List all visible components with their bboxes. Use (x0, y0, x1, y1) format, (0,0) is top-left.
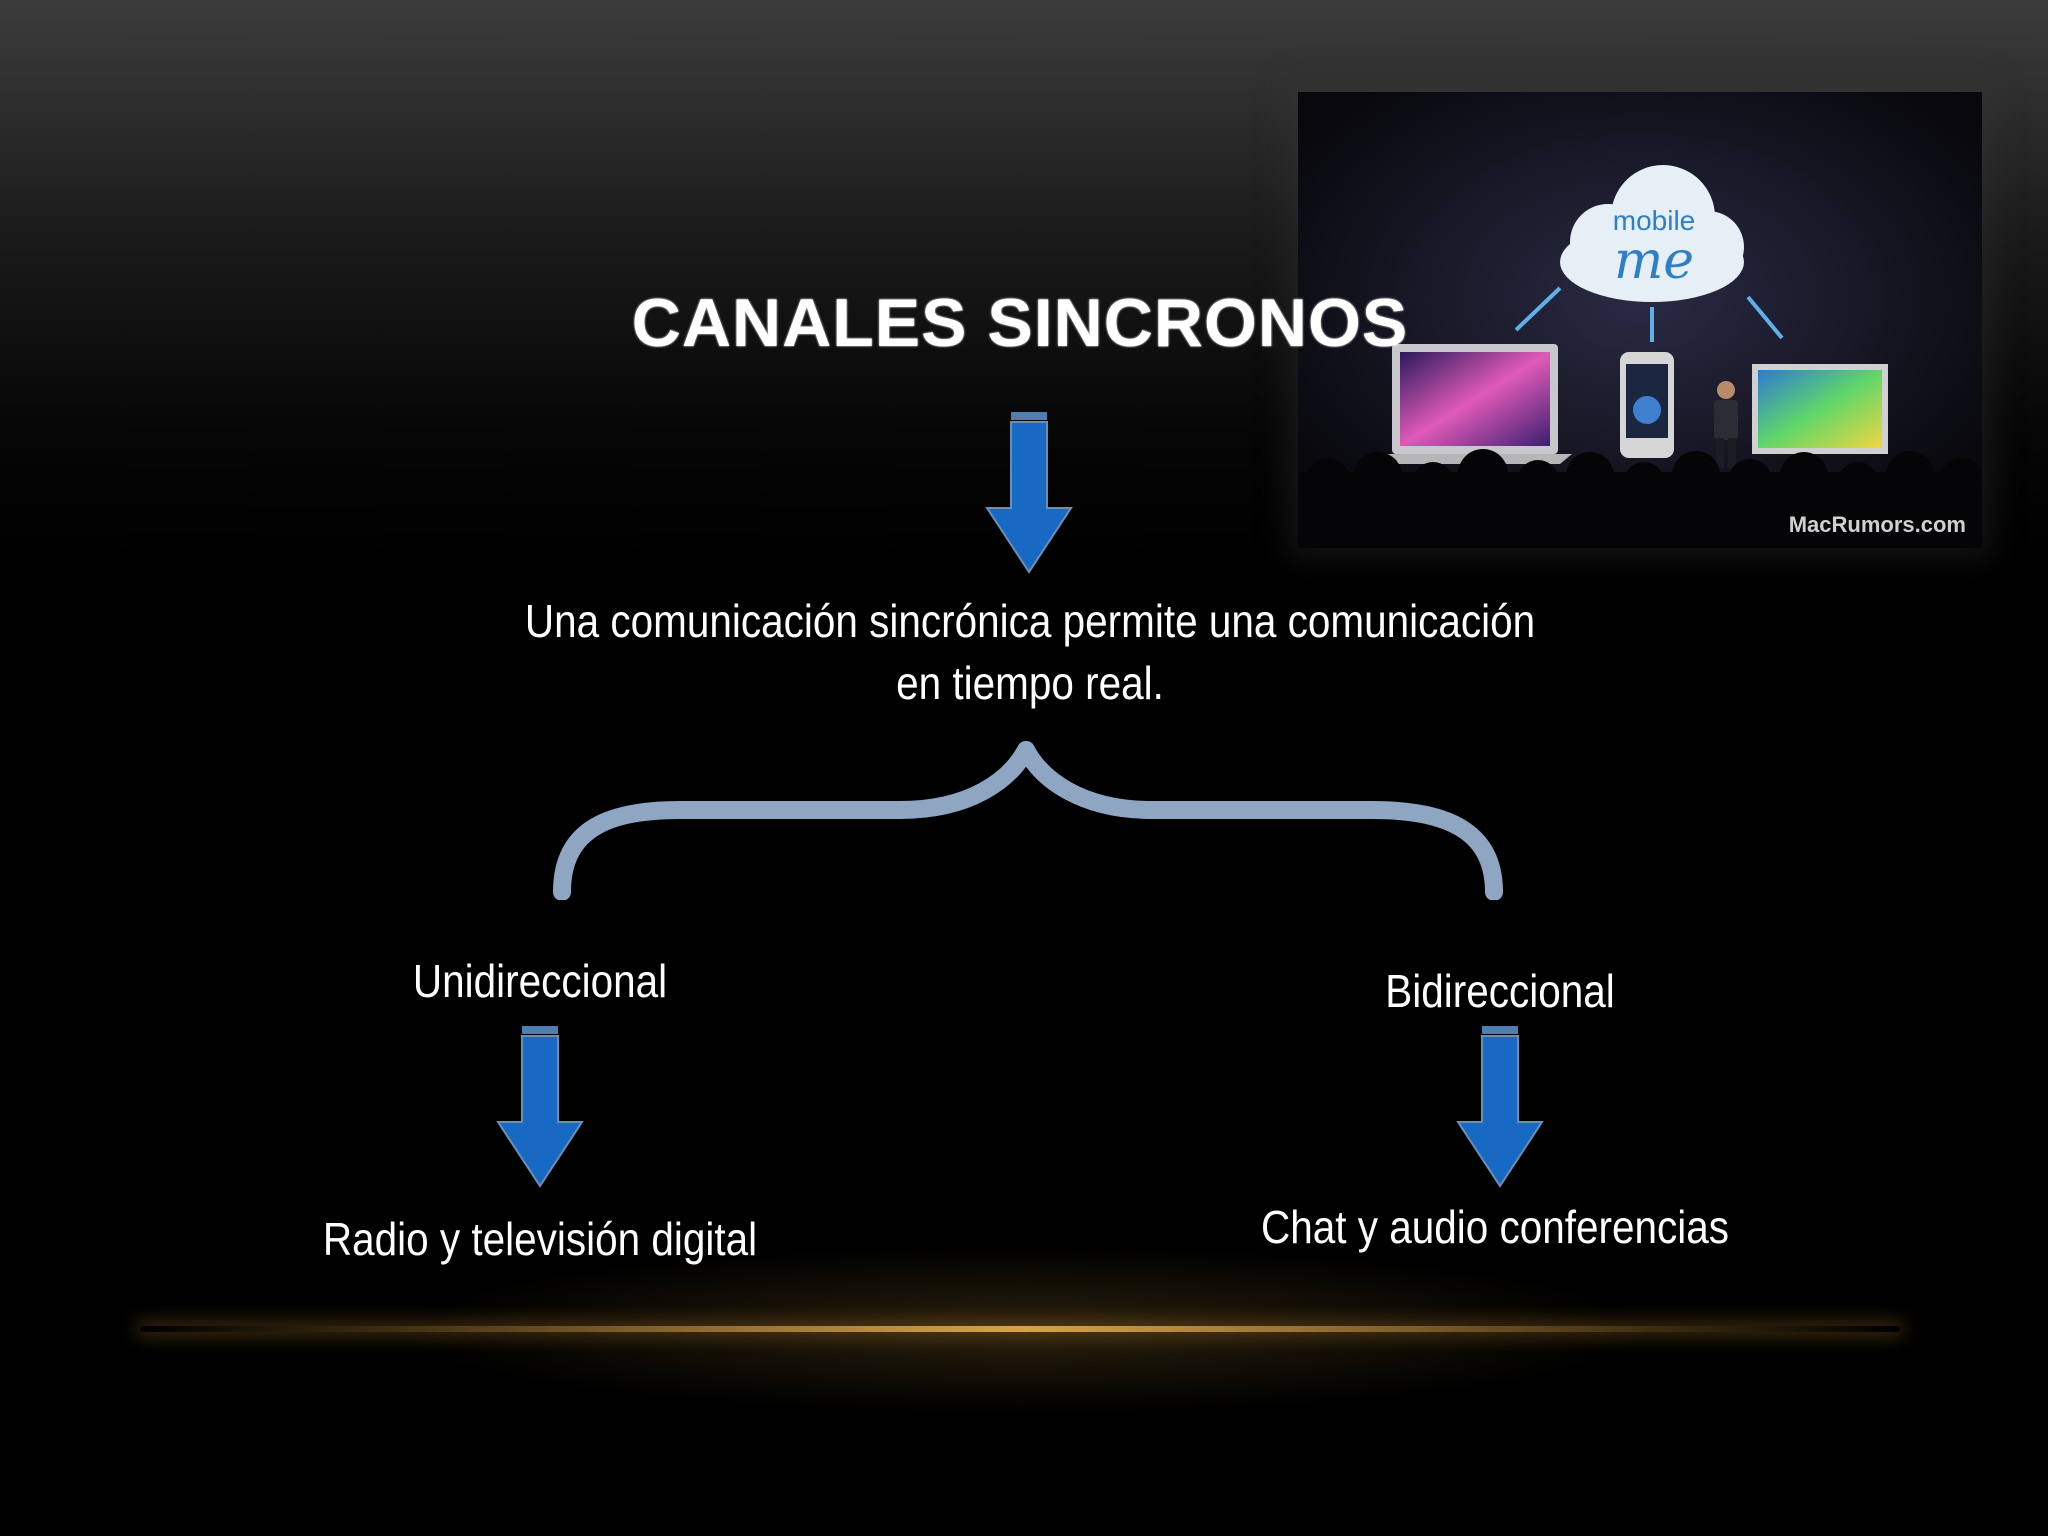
branch-right-label: Bidireccional (1385, 965, 1615, 1017)
watermark: MacRumors.com (1788, 512, 1966, 537)
svg-text:mobile: mobile (1613, 205, 1695, 236)
down-arrow-left-icon (496, 1026, 584, 1188)
sync-arrows (1514, 286, 1784, 342)
phone-icon (1620, 352, 1674, 458)
monitor-icon (1752, 364, 1888, 454)
description: Una comunicación sincrónica permite una … (458, 590, 1602, 714)
description-line-2: en tiempo real. (896, 657, 1164, 709)
slide-title: CANALES SINCRONOS (631, 285, 1409, 361)
mobileme-illustration: mobile me (1298, 92, 1982, 548)
mobileme-photo: mobile me (1298, 92, 1982, 548)
down-arrow-icon (985, 412, 1073, 574)
svg-text:me: me (1614, 231, 1694, 291)
cloud-icon (1560, 165, 1744, 302)
leaf-left-label: Radio y televisión digital (322, 1213, 758, 1265)
down-arrow-right-icon (1456, 1026, 1544, 1188)
leaf-right-label: Chat y audio conferencias (1260, 1201, 1730, 1253)
presenter-figure (1714, 381, 1738, 468)
description-line-1: Una comunicación sincrónica permite una … (524, 595, 1536, 647)
laptop-icon (1378, 344, 1572, 464)
audience-silhouette (1298, 449, 1982, 548)
curly-brace (553, 741, 1503, 900)
gold-divider (140, 1326, 1900, 1332)
branch-left-label: Unidireccional (412, 955, 668, 1007)
